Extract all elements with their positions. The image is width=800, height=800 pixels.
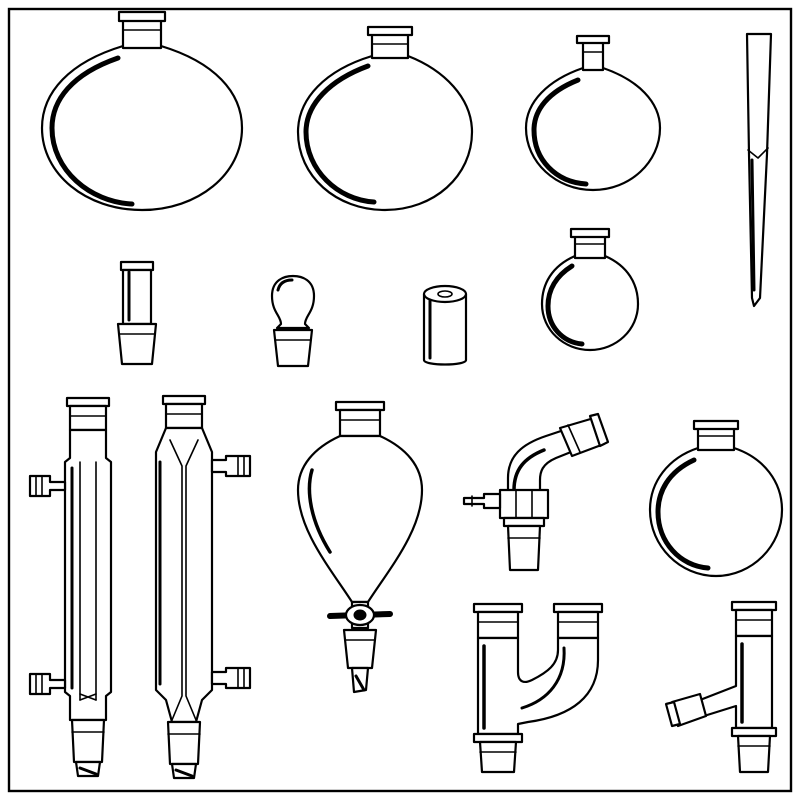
small-round-bottom-flask-icon <box>524 34 662 192</box>
large-round-bottom-flask-icon <box>40 10 244 212</box>
figure-border <box>7 7 793 793</box>
mini-round-bottom-flask-icon <box>540 227 640 352</box>
glass-stopper-icon <box>270 274 316 368</box>
straight-condenser-icon <box>28 396 113 778</box>
rubber-tubing-sleeve-icon <box>422 284 468 366</box>
claisen-adapter-icon <box>472 602 604 774</box>
allihn-condenser-icon <box>154 394 252 780</box>
separatory-funnel-icon <box>296 400 424 694</box>
round-bottom-flask-icon <box>648 419 784 578</box>
distillation-adapter-icon <box>664 600 778 774</box>
joint-adapter-icon <box>116 260 158 366</box>
glass-pipette-icon <box>745 32 773 308</box>
medium-round-bottom-flask-icon <box>296 25 474 212</box>
vacuum-bent-adapter-icon <box>462 412 610 572</box>
